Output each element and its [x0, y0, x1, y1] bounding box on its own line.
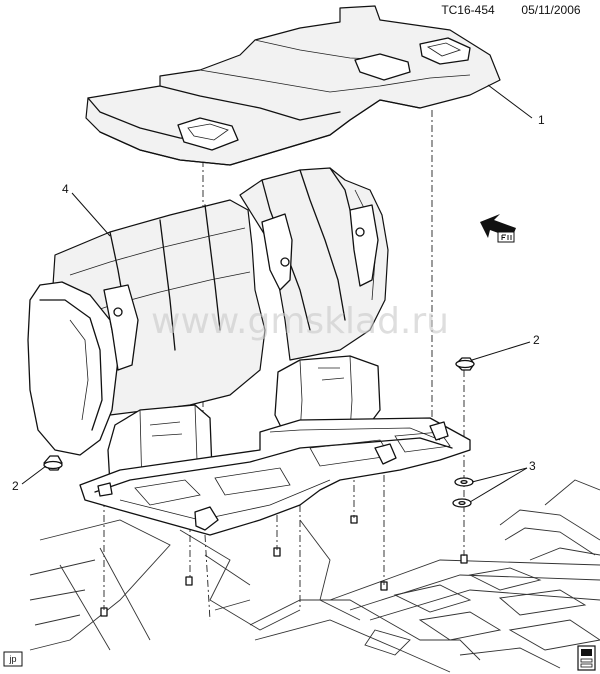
seat-back-part-4: [27, 167, 389, 456]
nut-part-2-right: [455, 357, 475, 371]
svg-text:1: 1: [538, 113, 545, 127]
book-icon: [577, 645, 596, 671]
corner-badge: jp: [3, 651, 23, 667]
figure-code: TC16-454: [441, 3, 495, 17]
callout-2-right: 2: [471, 333, 540, 361]
svg-text:2: 2: [533, 333, 540, 347]
svg-text:3: 3: [529, 459, 536, 473]
svg-text:4: 4: [62, 182, 69, 196]
svg-text:jp: jp: [8, 654, 16, 664]
front-arrow-icon: [480, 214, 516, 243]
callout-3: 3: [469, 459, 536, 503]
seat-frame: [79, 417, 471, 536]
nut-part-2-left: [43, 455, 63, 471]
watermark: www.gmsklad.ru: [151, 301, 449, 342]
callout-1: 1: [487, 84, 545, 127]
figure-date: 05/11/2006: [521, 3, 580, 17]
callout-2-left: 2: [12, 465, 47, 493]
floor-studs: [100, 515, 468, 617]
vehicle-floor: [29, 479, 600, 673]
washers-part-3: [452, 477, 474, 508]
seat-cushion-part-1: [85, 5, 501, 166]
callout-4: 4: [62, 182, 111, 237]
svg-text:2: 2: [12, 479, 19, 493]
